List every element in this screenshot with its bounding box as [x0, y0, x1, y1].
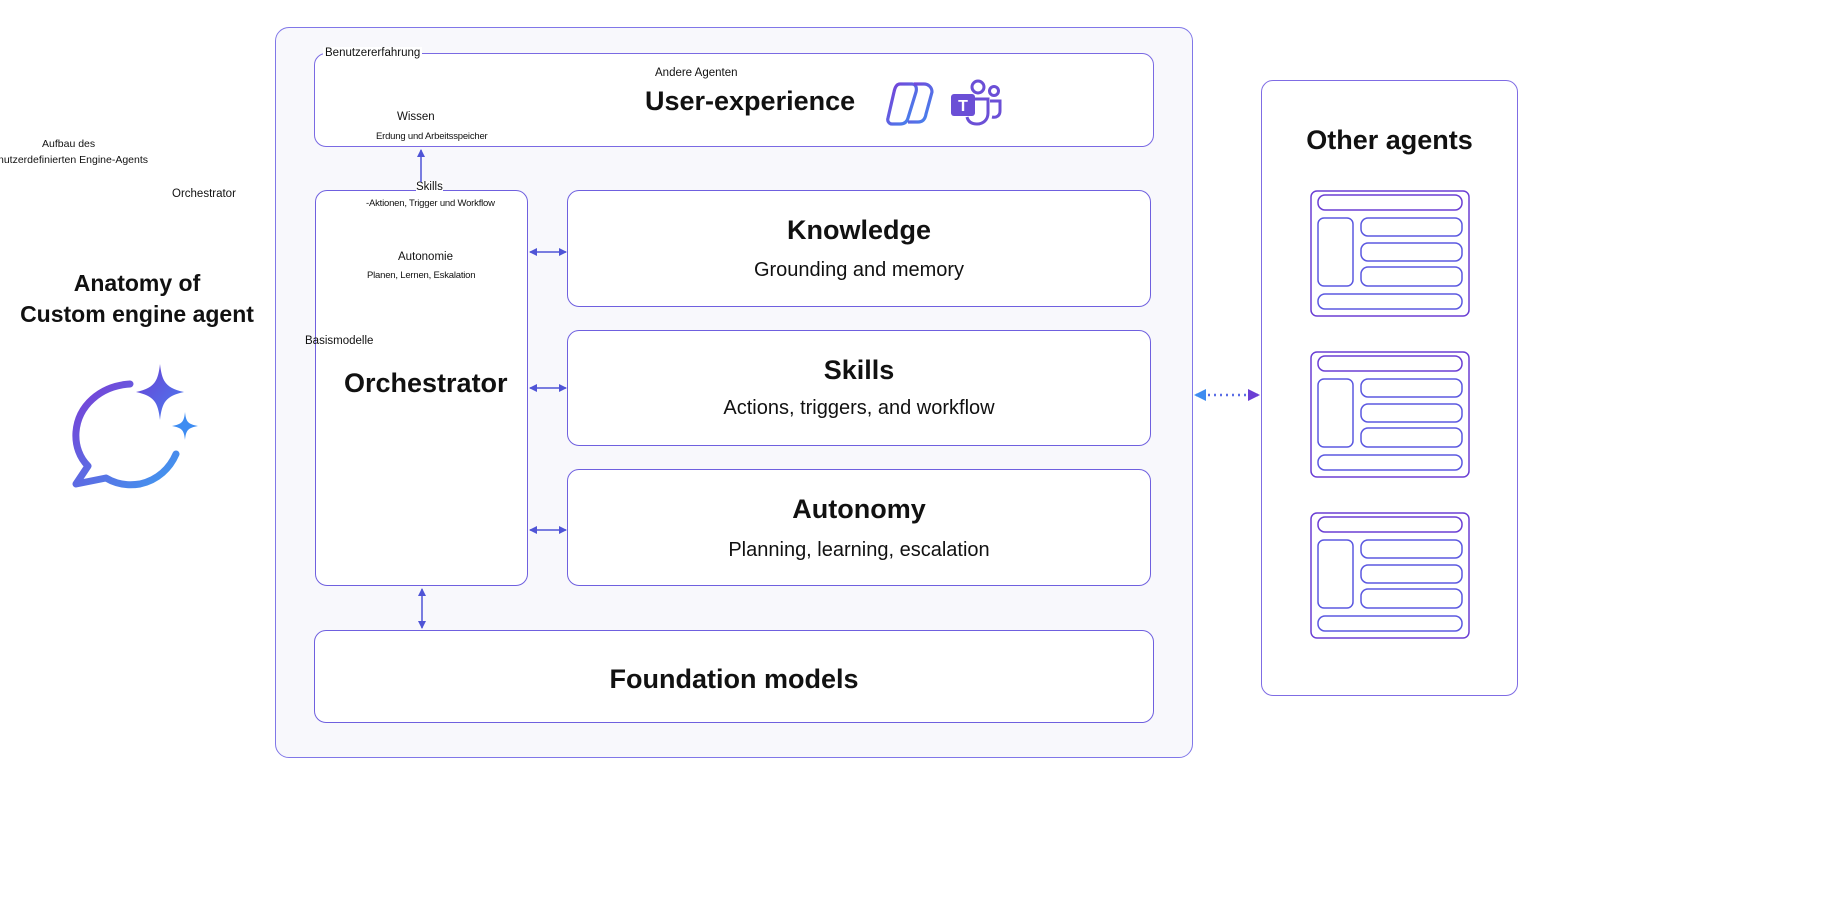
orchestrator-box	[315, 190, 528, 586]
svg-text:T: T	[958, 98, 968, 115]
orchestrator-title: Orchestrator	[344, 368, 508, 398]
agent-card-3-icon	[1310, 512, 1470, 639]
diagram-title-line2: Custom engine agent	[20, 301, 254, 327]
erdung-label: Erdung und Arbeitsspeicher	[376, 131, 488, 142]
wissen-label: Wissen	[397, 111, 435, 123]
autonomy-title: Autonomy	[792, 494, 926, 524]
foundation-models-title: Foundation models	[609, 664, 859, 694]
orchestrator-side-label: Orchestrator	[172, 188, 236, 200]
agent-card-2	[1310, 351, 1470, 478]
caption-line1: Aufbau des	[42, 138, 96, 150]
autonomie-desc: Planen, Lernen, Eskalation	[367, 270, 476, 281]
autonomy-box: Autonomy Planning, learning, escalation	[567, 469, 1151, 586]
knowledge-title: Knowledge	[786, 215, 931, 245]
copilot-chat-sparkle-icon	[72, 364, 198, 489]
knowledge-box: Knowledge Grounding and memory	[567, 190, 1151, 307]
user-experience-title: User-experience	[645, 86, 856, 116]
benutzererfahrung-tag: Benutzererfahrung	[323, 47, 423, 59]
skills-title: Skills	[823, 355, 895, 385]
foundation-models-box: Foundation models	[314, 630, 1154, 723]
autonomie-label: Autonomie	[398, 251, 453, 263]
diagram-title: Anatomy of Custom engine agent	[12, 268, 262, 330]
skills-box: Skills Actions, triggers, and workflow	[567, 330, 1151, 446]
agent-card-1-icon	[1310, 190, 1470, 317]
diagram-title-line1: Anatomy of	[73, 270, 201, 296]
skills-subtitle: Actions, triggers, and workflow	[723, 397, 995, 419]
skills-tag: Skills	[416, 181, 443, 193]
agent-card-1	[1310, 190, 1470, 317]
agent-card-2-icon	[1310, 351, 1470, 478]
agent-card-3	[1310, 512, 1470, 639]
user-experience-box	[314, 53, 1154, 147]
other-agents-box	[1261, 80, 1518, 696]
other-agents-title: Other agents	[1306, 125, 1473, 155]
copilot-icon	[886, 82, 934, 126]
teams-icon: T	[951, 79, 1002, 126]
andere-agenten-label: Andere Agenten	[655, 67, 738, 79]
knowledge-subtitle: Grounding and memory	[753, 259, 965, 281]
autonomy-subtitle: Planning, learning, escalation	[728, 539, 990, 561]
skills-desc: -Aktionen, Trigger und Workflow	[366, 198, 495, 209]
basismodelle-label: Basismodelle	[305, 335, 374, 347]
caption-line2: nutzerdefinierten Engine-Agents	[0, 154, 149, 166]
